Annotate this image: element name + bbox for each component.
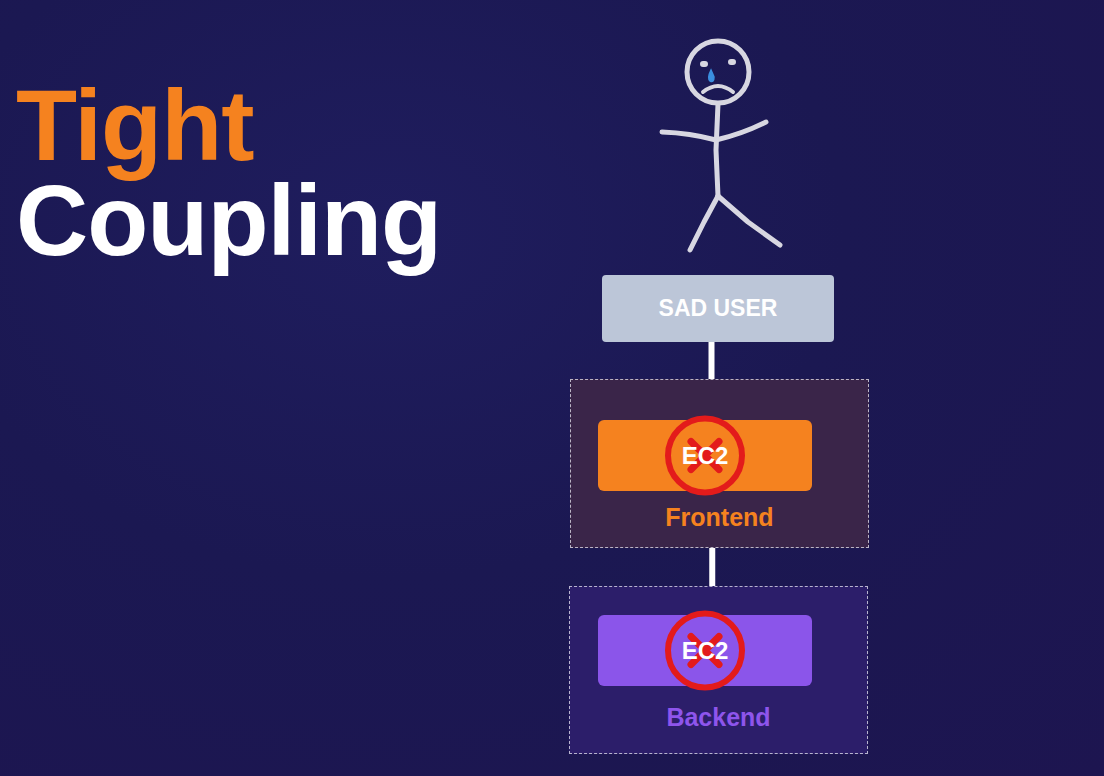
user-box: SAD USER: [602, 275, 834, 342]
failure-cross: [668, 419, 742, 493]
box-label: EC2: [682, 637, 729, 665]
ec2-box: EC2: [598, 420, 812, 491]
backend-group: Backend EC2: [569, 586, 868, 754]
group-label: Frontend: [571, 503, 868, 532]
box-label: SAD USER: [659, 295, 778, 322]
ec2-box: EC2: [598, 615, 812, 686]
group-label: Backend: [570, 703, 867, 732]
failure-cross: [668, 614, 742, 688]
box-label: EC2: [682, 442, 729, 470]
slide-title: Tight Coupling: [16, 78, 496, 268]
frontend-group: Frontend EC2: [570, 379, 869, 548]
